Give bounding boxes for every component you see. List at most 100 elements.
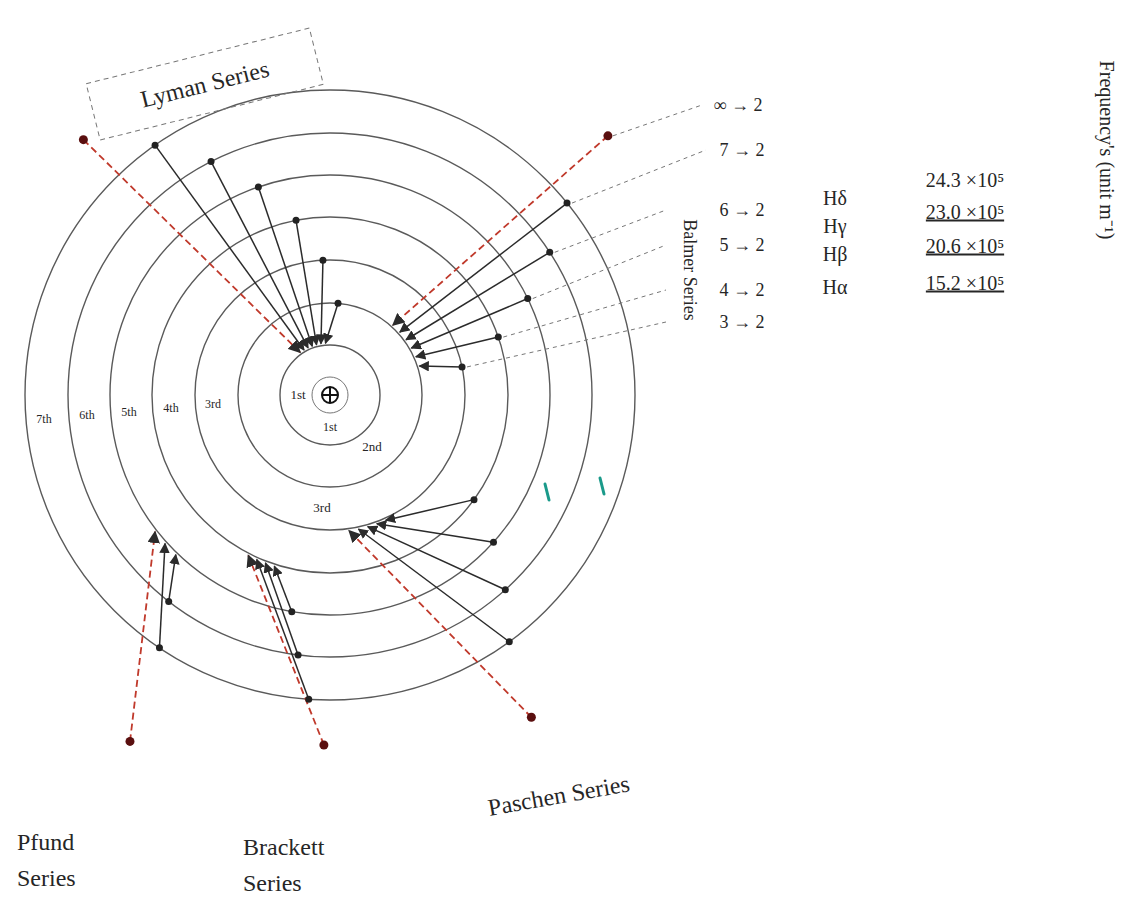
energy-dot [208, 158, 215, 165]
bracket-outline [86, 28, 323, 140]
ink-marks [545, 478, 604, 500]
transition-label: 3 → 2 [720, 312, 765, 333]
transition-arrow [211, 162, 308, 348]
leader-line [503, 290, 666, 337]
series-title: Pfund Series [17, 824, 127, 896]
energy-dot [564, 200, 571, 207]
transition-label: 5 → 2 [720, 235, 765, 256]
transition-arrow [257, 559, 309, 699]
transition-arrow [155, 145, 304, 350]
leaders [467, 105, 706, 367]
series-title: Brackett Series [243, 829, 373, 901]
energy-dot [288, 608, 295, 615]
energy-dot [506, 638, 513, 645]
energy-dot [295, 652, 302, 659]
line-symbol: Hβ [823, 243, 848, 266]
transition-arrow [296, 220, 317, 345]
energy-dot [319, 740, 328, 749]
orbit-label: 1st [323, 421, 337, 435]
orbit-circle [68, 133, 592, 657]
transition-arrow [416, 337, 498, 357]
energy-dot [255, 183, 262, 190]
transition-arrow [321, 260, 323, 344]
transition-arrow [130, 532, 155, 742]
transition-arrow [83, 140, 300, 353]
leader-line [533, 245, 666, 299]
transition-arrow [358, 529, 509, 642]
transition-arrow [349, 531, 531, 718]
line-symbol: Hδ [823, 187, 847, 210]
transition-arrow [368, 527, 506, 590]
series-title: Paschen Series [485, 764, 639, 826]
orbits [25, 90, 635, 700]
frequency-value: 20.6 ×10⁵ [926, 235, 1004, 258]
transition-label: 7 → 2 [720, 140, 765, 161]
orbit-circle [280, 345, 380, 445]
energy-dot [305, 696, 312, 703]
ink-mark [600, 478, 604, 494]
leader-line [555, 210, 666, 252]
energy-dot [471, 496, 478, 503]
frequency-value: 23.0 ×10⁵ [926, 201, 1004, 224]
axis-note: Frequency's (unit m⁻¹) [1095, 61, 1118, 240]
energy-dot [165, 598, 172, 605]
transition-arrow [393, 136, 608, 325]
frequency-value: 15.2 ×10⁵ [926, 272, 1004, 295]
transition-arrow [406, 252, 550, 339]
transition-label: ∞ → 2 [714, 95, 763, 116]
nucleus [312, 377, 348, 413]
series-title: Balmer Series [680, 219, 701, 320]
orbit-label: 4th [163, 402, 178, 416]
energy-dot [502, 586, 509, 593]
orbit-circle [195, 260, 465, 530]
energy-dot [293, 217, 300, 224]
orbit-label: 6th [79, 409, 94, 423]
orbit-circle [25, 90, 635, 700]
transition-arrow [274, 566, 291, 611]
energy-dot [495, 334, 502, 341]
energy-dot [546, 249, 553, 256]
line-symbol: Hγ [823, 215, 846, 238]
transition-arrow [325, 303, 338, 343]
transition-arrow [419, 365, 462, 367]
transition-label: 6 → 2 [720, 200, 765, 221]
frequency-value: 24.3 ×10⁵ [926, 169, 1004, 192]
orbit-label: 7th [36, 413, 51, 427]
energy-dot [79, 135, 88, 144]
transition-arrow [248, 555, 324, 745]
leader-line [613, 105, 702, 136]
energy-dot [524, 295, 531, 302]
transition-arrow [411, 299, 527, 348]
energy-dot [126, 737, 135, 746]
leader-line [572, 150, 706, 203]
energy-dot [335, 300, 342, 307]
nucleus-core [322, 387, 338, 403]
orbit-circle [238, 303, 422, 487]
energy-dot [156, 644, 163, 651]
energy-dot [319, 257, 326, 264]
nucleus-ring [312, 377, 348, 413]
orbit-circle [110, 175, 550, 615]
line-symbol: Hα [823, 276, 848, 299]
leader-line [467, 322, 666, 367]
ink-mark [545, 484, 549, 500]
orbit-label: 3rd [205, 398, 221, 412]
bracket [86, 28, 323, 140]
transition-arrow [159, 544, 165, 648]
orbit-label: 5th [121, 406, 136, 420]
energy-dot [152, 142, 159, 149]
orbit-label: 1st [290, 388, 305, 403]
transition-label: 4 → 2 [720, 280, 765, 301]
energy-dot [603, 131, 612, 140]
transition-arrow [169, 555, 176, 602]
orbit-label: 2nd [362, 440, 382, 455]
transitions [79, 131, 613, 749]
energy-dot [527, 713, 536, 722]
transition-arrow [400, 203, 567, 332]
energy-dot [490, 539, 497, 546]
energy-dot [459, 363, 466, 370]
nucleus-plus [322, 387, 338, 403]
transition-arrow [386, 500, 474, 521]
series-title: Lyman Series [138, 56, 272, 115]
